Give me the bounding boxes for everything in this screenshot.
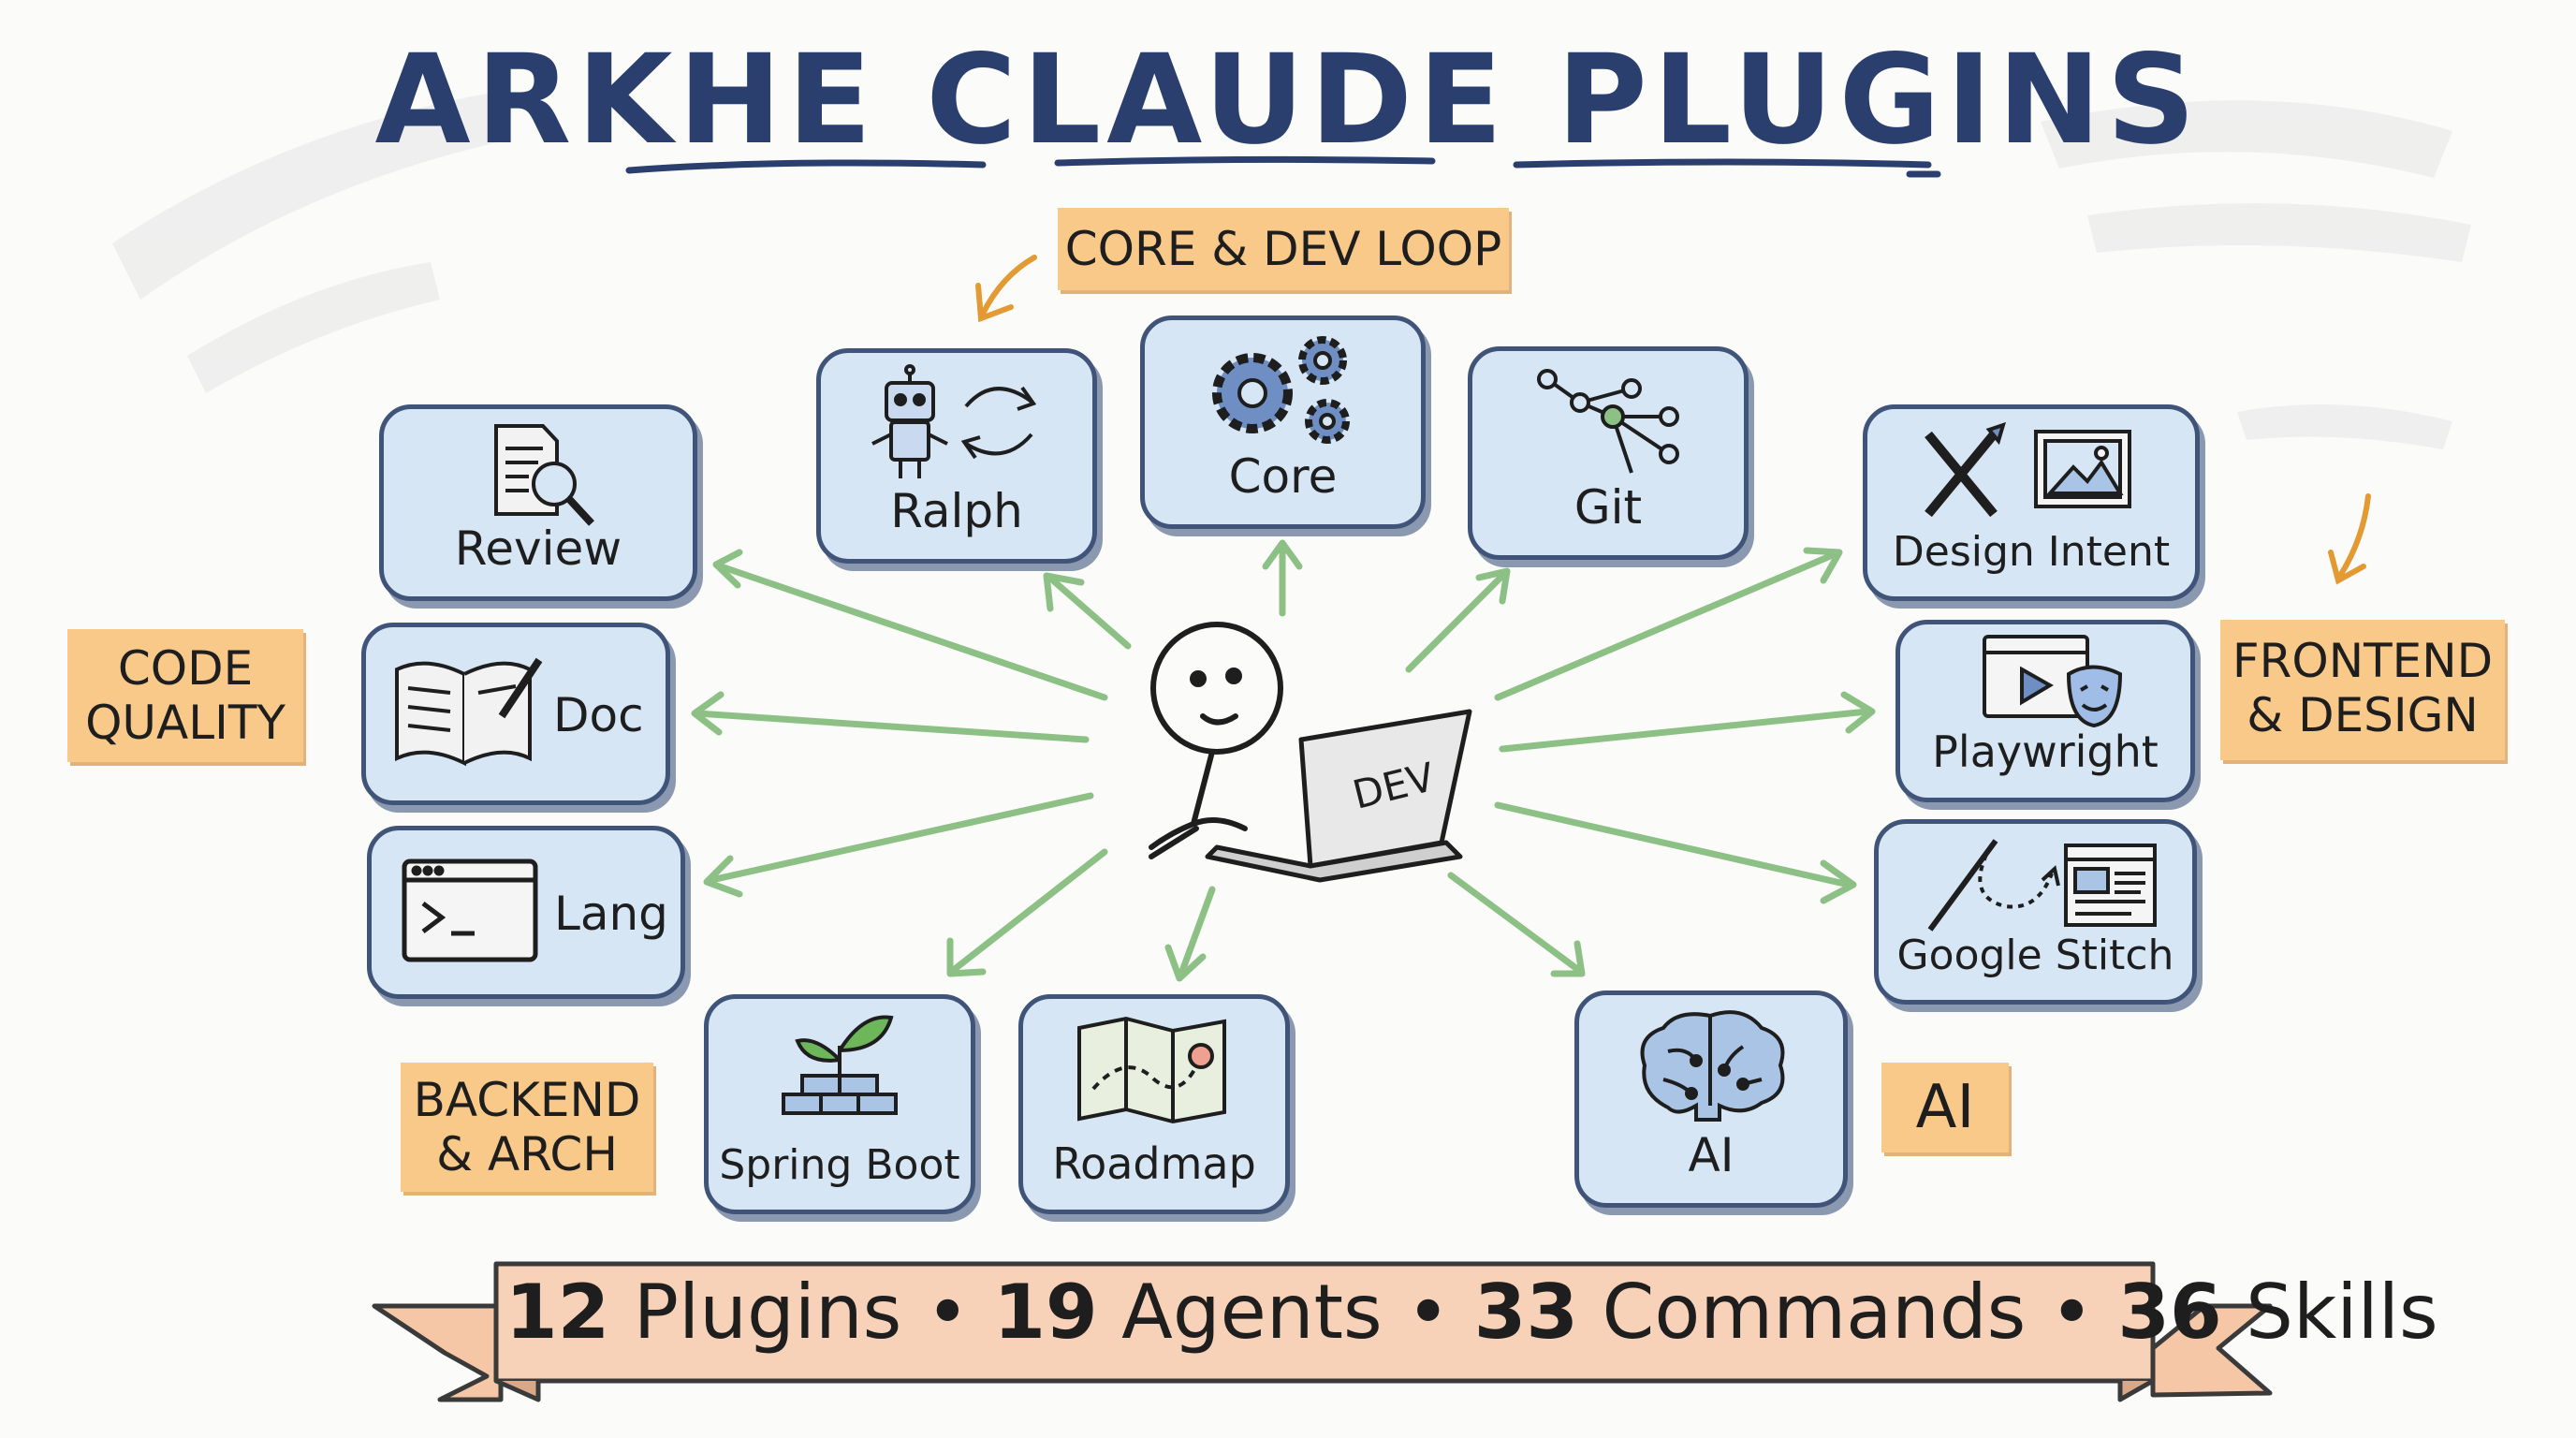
plugin-label: Spring Boot	[719, 1141, 960, 1189]
plugin-label: Lang	[554, 887, 668, 941]
plugin-card-ai: AI	[1574, 990, 1848, 1208]
category-pointer-arrows	[975, 255, 2371, 585]
gears-icon	[1212, 336, 1350, 444]
plugin-card-git: Git	[1468, 346, 1749, 560]
agents-label: Agents	[1121, 1269, 1383, 1356]
tag-line: & ARCH	[436, 1126, 618, 1181]
terminal-icon	[402, 858, 538, 962]
plugin-card-ralph: Ralph	[816, 348, 1097, 564]
category-tag-core-dev-loop: CORE & DEV LOOP	[1058, 208, 1509, 290]
stats-line: 12 Plugins • 19 Agents • 33 Commands • 3…	[505, 1269, 2438, 1356]
plugin-label: Playwright	[1932, 726, 2159, 777]
separator-dot: •	[1406, 1269, 1451, 1356]
tag-line: CODE	[117, 641, 254, 696]
plugin-card-playwright: Playwright	[1895, 620, 2195, 802]
brain-circuit-icon	[1640, 1010, 1785, 1122]
plugin-card-spring-boot: Spring Boot	[704, 994, 975, 1214]
plugin-label: Git	[1573, 480, 1643, 535]
tag-line: BACKEND	[413, 1073, 641, 1127]
robot-cycle-icon	[871, 364, 1037, 478]
play-masks-icon	[1983, 635, 2123, 728]
open-book-icon	[395, 657, 543, 767]
plugin-label: Design Intent	[1892, 528, 2171, 576]
plugins-label: Plugins	[633, 1269, 902, 1356]
plugins-count: 12	[505, 1269, 610, 1356]
brush-image-icon	[1925, 421, 2131, 518]
plugin-card-lang: Lang	[367, 826, 685, 999]
plugin-card-design-intent: Design Intent	[1863, 404, 2200, 601]
skills-count: 36	[2117, 1269, 2222, 1356]
magnifier-document-icon	[494, 424, 594, 526]
needle-layout-icon	[1927, 839, 2157, 932]
tag-line: QUALITY	[85, 695, 285, 750]
stats-banner	[372, 1261, 2273, 1402]
separator-dot: •	[925, 1269, 970, 1356]
agents-count: 19	[993, 1269, 1098, 1356]
category-tag-code-quality: CODE QUALITY	[67, 629, 303, 762]
title-underlines	[625, 155, 1941, 178]
category-tag-frontend-design: FRONTEND & DESIGN	[2220, 620, 2505, 760]
category-tag-backend-arch: BACKEND & ARCH	[401, 1063, 653, 1192]
sprout-bricks-icon	[782, 1015, 898, 1115]
developer-stick-figure	[1149, 622, 1283, 859]
plugin-label: AI	[1688, 1128, 1734, 1182]
tag-line: & DESIGN	[2247, 687, 2479, 742]
laptop-icon	[1205, 709, 1472, 883]
commands-count: 33	[1473, 1269, 1579, 1356]
plugin-card-review: Review	[379, 404, 697, 601]
skills-label: Skills	[2246, 1269, 2438, 1356]
separator-dot: •	[2049, 1269, 2094, 1356]
paint-smudges	[112, 94, 2471, 449]
plugin-label: Review	[454, 521, 622, 576]
commands-label: Commands	[1602, 1269, 2027, 1356]
plugin-card-roadmap: Roadmap	[1018, 994, 1290, 1214]
plugin-label: Google Stitch	[1896, 932, 2174, 979]
page-title: ARKHE CLAUDE PLUGINS	[374, 28, 2202, 172]
plugin-label: Roadmap	[1052, 1138, 1256, 1189]
plugin-label: Core	[1228, 449, 1338, 504]
plugin-card-doc: Doc	[361, 623, 670, 805]
plugin-card-core: Core	[1140, 315, 1426, 529]
category-tag-ai: AI	[1881, 1063, 2009, 1152]
map-icon	[1077, 1016, 1226, 1124]
plugin-label: Ralph	[890, 484, 1023, 538]
plugin-card-google-stitch: Google Stitch	[1874, 819, 2197, 1005]
tag-line: FRONTEND	[2232, 634, 2494, 688]
connector-arrows	[691, 539, 1876, 982]
git-branch-icon	[1537, 369, 1679, 474]
plugin-label: Doc	[553, 688, 644, 742]
